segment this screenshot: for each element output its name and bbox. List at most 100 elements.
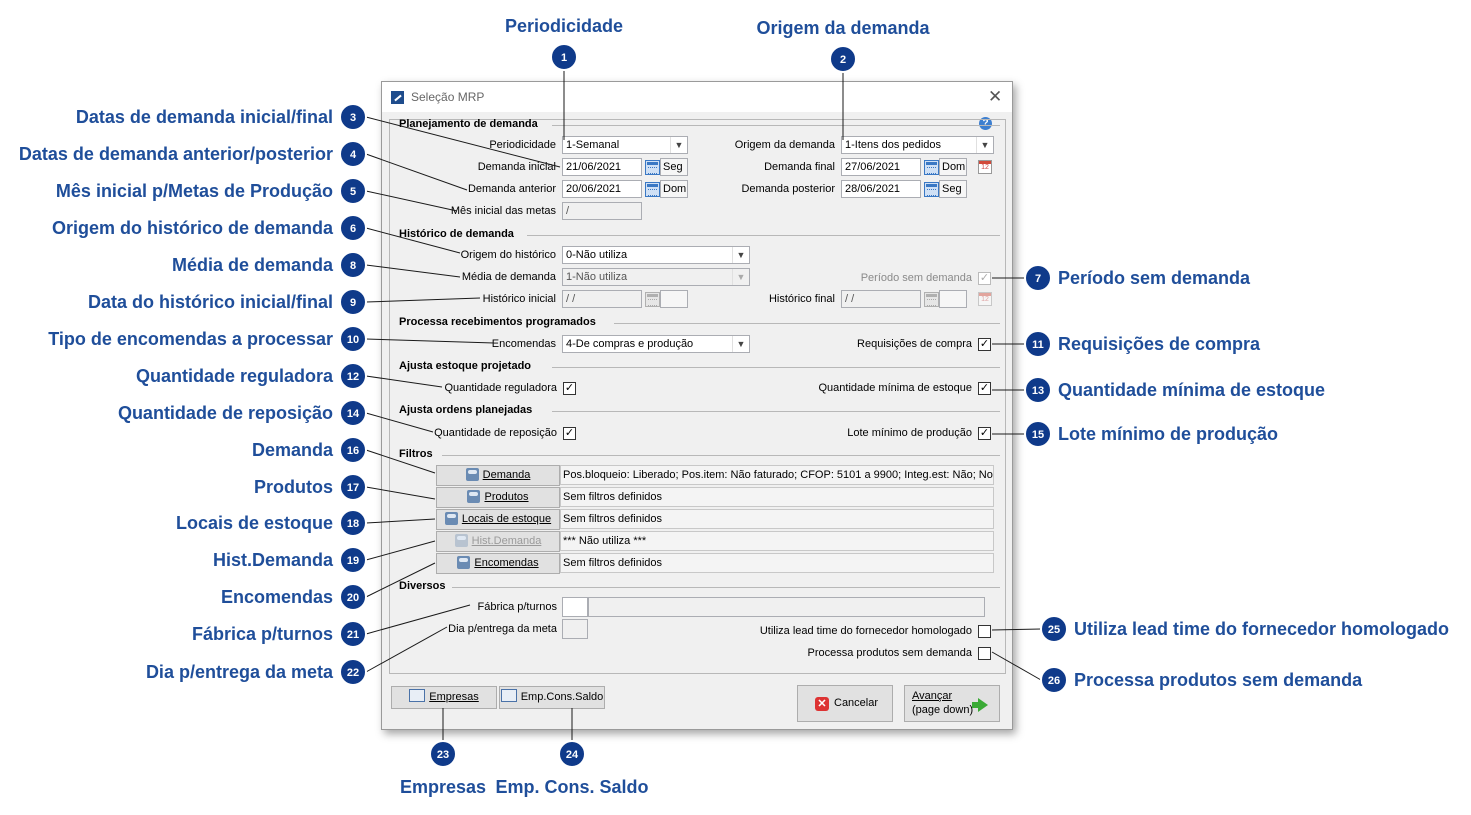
filter-icon: [457, 556, 471, 569]
annotation-badge: [339, 583, 367, 611]
processa-sem-demanda-checkbox[interactable]: [978, 647, 991, 660]
encomendas-label: Encomendas: [491, 338, 556, 350]
origem-demanda-select[interactable]: 1-Itens dos pedidos▼: [841, 136, 994, 154]
dia-entrega-field[interactable]: [562, 619, 588, 639]
emp-cons-saldo-button[interactable]: Emp.Cons.Saldo: [499, 686, 605, 709]
annotation-badge-number: 22: [347, 667, 359, 679]
section-recebimentos: Processa recebimentos programados: [399, 316, 596, 328]
origem-historico-select[interactable]: 0-Não utiliza▼: [562, 246, 750, 264]
annotation-label: Hist.Demanda: [213, 550, 334, 570]
demanda-posterior-day: Seg: [939, 180, 967, 198]
periodo-sem-demanda-checkbox[interactable]: ✓: [978, 272, 991, 285]
demanda-final-field[interactable]: 27/06/2021: [841, 158, 921, 176]
section-ordens: Ajusta ordens planejadas: [399, 404, 533, 416]
divider: [442, 455, 1000, 456]
chevron-down-icon: ▼: [976, 137, 993, 153]
filter-produtos-value: Sem filtros definidos: [560, 487, 994, 507]
fabrica-turnos-field[interactable]: [562, 597, 588, 617]
close-icon[interactable]: ✕: [988, 87, 1003, 106]
demanda-final-day: Dom: [939, 158, 967, 176]
filter-hist-demanda-button[interactable]: Hist.Demanda: [436, 531, 560, 552]
historico-inicial-field[interactable]: / /: [562, 290, 642, 308]
calendar-icon[interactable]: [645, 182, 660, 197]
annotation-badge: [1024, 420, 1052, 448]
filter-icon: [467, 490, 481, 503]
demanda-inicial-day: Seg: [660, 158, 688, 176]
annotation-badge: [339, 546, 367, 574]
quantidade-reguladora-checkbox[interactable]: ✓: [563, 382, 576, 395]
origem-historico-label: Origem do histórico: [460, 249, 556, 261]
requisicoes-checkbox[interactable]: ✓: [978, 338, 991, 351]
empresas-button[interactable]: Empresas: [391, 686, 497, 709]
period-calendar-icon[interactable]: 12: [978, 160, 992, 174]
cancelar-button[interactable]: ✕ Cancelar: [797, 685, 893, 722]
period-calendar-icon[interactable]: 12: [978, 292, 992, 306]
annotation-label: Fábrica p/turnos: [192, 624, 333, 644]
annotation-label: Dia p/entrega da meta: [146, 662, 334, 682]
annotation-badge: [339, 473, 367, 501]
annotation-label: Tipo de encomendas a processar: [48, 329, 333, 349]
help-icon[interactable]: ?: [979, 117, 992, 130]
annotation-badge-number: 15: [1032, 429, 1044, 441]
historico-final-label: Histórico final: [768, 293, 835, 305]
avancar-button[interactable]: Avançar (page down): [904, 685, 1000, 722]
filter-encomendas-value: Sem filtros definidos: [560, 553, 994, 573]
annotation-badge-number: 11: [1032, 339, 1044, 351]
calendar-icon[interactable]: [645, 292, 660, 307]
historico-final-field[interactable]: / /: [841, 290, 921, 308]
lote-minimo-checkbox[interactable]: ✓: [978, 427, 991, 440]
annotation-badge: [339, 214, 367, 242]
annotation-label: Data do histórico inicial/final: [88, 292, 333, 312]
lead-time-checkbox[interactable]: [978, 625, 991, 638]
calendar-icon[interactable]: [924, 182, 939, 197]
annotation-badge: [339, 658, 367, 686]
annotation-badge-number: 20: [347, 592, 359, 604]
grid-icon: [409, 689, 426, 702]
chevron-down-icon: ▼: [732, 247, 749, 263]
demanda-posterior-field[interactable]: 28/06/2021: [841, 180, 921, 198]
quantidade-reposicao-checkbox[interactable]: ✓: [563, 427, 576, 440]
filter-produtos-button[interactable]: Produtos: [436, 487, 560, 508]
filter-encomendas-button[interactable]: Encomendas: [436, 553, 560, 574]
annotation-label: Quantidade mínima de estoque: [1058, 380, 1325, 400]
mes-inicial-field[interactable]: /: [562, 202, 642, 220]
demanda-anterior-field[interactable]: 20/06/2021: [562, 180, 642, 198]
section-planejamento: Planejamento de demanda: [399, 118, 538, 130]
annotation-label: Produtos: [254, 477, 333, 497]
content-frame: [389, 119, 1006, 674]
arrow-right-icon: [972, 698, 988, 712]
media-demanda-select[interactable]: 1-Não utiliza▼: [562, 268, 750, 286]
annotation-label: Origem do histórico de demanda: [52, 218, 334, 238]
annotation-badge-number: 16: [347, 445, 359, 457]
filter-locais-button[interactable]: Locais de estoque: [436, 509, 560, 530]
annotation-badge-number: 6: [350, 223, 356, 235]
quantidade-minima-checkbox[interactable]: ✓: [978, 382, 991, 395]
annotation-label: Datas de demanda inicial/final: [76, 107, 333, 127]
annotation-label: Período sem demanda: [1058, 268, 1251, 288]
filter-demanda-button[interactable]: Demanda: [436, 465, 560, 486]
cancel-icon: ✕: [815, 697, 829, 711]
encomendas-select[interactable]: 4-De compras e produção▼: [562, 335, 750, 353]
periodicidade-select[interactable]: 1-Semanal▼: [562, 136, 688, 154]
annotation-badge: [339, 509, 367, 537]
divider: [552, 411, 1000, 412]
lead-time-label: Utiliza lead time do fornecedor homologa…: [759, 625, 972, 637]
annotation-badge-number: 21: [347, 629, 359, 641]
annotation-label: Periodicidade: [505, 16, 623, 36]
annotation-badge: [1024, 330, 1052, 358]
divider: [552, 367, 1000, 368]
calendar-icon[interactable]: [924, 292, 939, 307]
annotation-label: Média de demanda: [172, 255, 334, 275]
annotation-badge: [829, 45, 857, 73]
annotation-badge: [339, 325, 367, 353]
origem-demanda-label: Origem da demanda: [734, 139, 835, 151]
annotation-badge-number: 3: [350, 112, 356, 124]
annotation-label: Locais de estoque: [176, 513, 333, 533]
demanda-inicial-field[interactable]: 21/06/2021: [562, 158, 642, 176]
section-filtros: Filtros: [399, 448, 433, 460]
calendar-icon[interactable]: [924, 160, 939, 175]
demanda-inicial-label: Demanda inicial: [477, 161, 556, 173]
annotation-label: Origem da demanda: [756, 18, 930, 38]
chevron-down-icon: ▼: [732, 336, 749, 352]
calendar-icon[interactable]: [645, 160, 660, 175]
